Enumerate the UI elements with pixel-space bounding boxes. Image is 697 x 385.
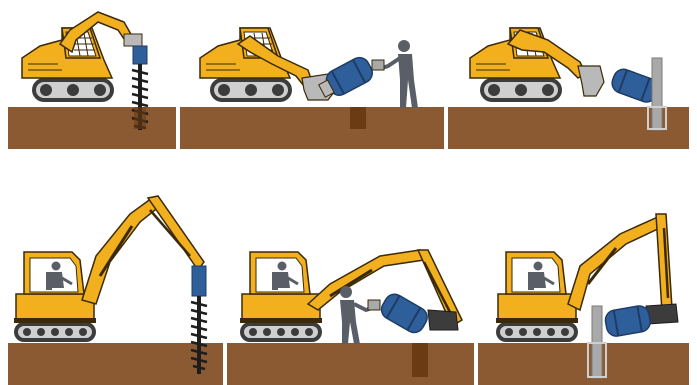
auger-drive-icon [192, 266, 206, 296]
mini-excavator [496, 252, 578, 342]
post-icon [372, 60, 384, 70]
panel-excavator-loading [227, 250, 474, 385]
excavator-boom [82, 198, 160, 304]
panel-excavator-augering [8, 196, 223, 385]
post-driver-icon [604, 304, 652, 337]
post-hole [134, 107, 146, 129]
post-hole [350, 107, 366, 129]
soil-ground [8, 107, 176, 149]
mini-excavator [240, 252, 322, 342]
worker-figure [372, 40, 418, 108]
mounting-bracket-icon [428, 310, 458, 330]
soil-ground [478, 343, 689, 385]
soil-ground [8, 343, 223, 385]
soil-ground [180, 107, 444, 149]
post-icon [368, 300, 380, 310]
worker-figure [340, 286, 380, 344]
auger-drive-icon [124, 34, 142, 46]
excavator-stick [148, 196, 204, 270]
panel-skid-steer-augering [8, 12, 176, 149]
post-hole [412, 343, 428, 377]
soil-ground [227, 343, 474, 385]
panel-excavator-driving [478, 214, 689, 385]
post-driver-icon [378, 291, 431, 337]
excavator-boom [568, 216, 664, 310]
panel-skid-steer-loading [180, 28, 444, 149]
panel-skid-steer-driving [448, 28, 689, 149]
mounting-bracket-icon [578, 66, 604, 96]
